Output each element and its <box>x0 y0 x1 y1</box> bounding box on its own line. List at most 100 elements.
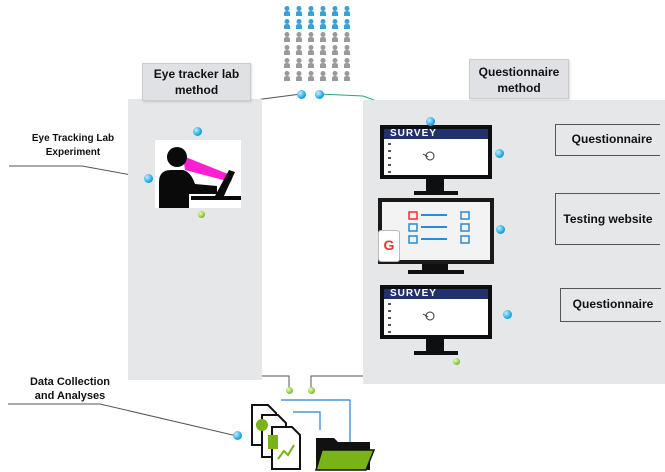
survey-title-bottom: SURVEY <box>384 289 488 299</box>
person-body <box>320 24 326 29</box>
survey-form-icon <box>388 143 435 173</box>
node-survey-bottom-out <box>503 310 512 319</box>
person-head <box>320 19 326 24</box>
person-head <box>344 6 350 11</box>
node-survey-bottom-down <box>453 358 460 365</box>
person-body <box>284 11 290 16</box>
person-body <box>308 37 314 42</box>
documents-chart-icon <box>251 404 301 470</box>
person-head <box>308 58 314 63</box>
bracket-testing-website <box>555 193 660 245</box>
node-data-left <box>286 387 293 394</box>
person-head <box>344 19 350 24</box>
node-data-right <box>308 387 315 394</box>
survey-monitor-bottom: SURVEY <box>380 285 492 365</box>
person-body <box>284 37 290 42</box>
person-body <box>284 24 290 29</box>
questionnaire-label-bottom: Questionnaire <box>572 297 654 311</box>
eye-tracker-title-2: method <box>174 83 219 97</box>
person-body <box>332 11 338 16</box>
survey-form-icon <box>388 303 435 333</box>
person-body <box>308 76 314 81</box>
person-head <box>308 19 314 24</box>
person-head <box>332 32 338 37</box>
person-body <box>320 76 326 81</box>
person-body <box>284 63 290 68</box>
survey-title-top: SURVEY <box>384 129 488 139</box>
person-head <box>296 45 302 50</box>
person-body <box>320 37 326 42</box>
person-head <box>284 6 290 11</box>
person-head <box>332 19 338 24</box>
eye-tracker-tab: Eye tracker lab method <box>142 63 251 101</box>
person-head <box>308 71 314 76</box>
person-head <box>332 6 338 11</box>
person-body <box>284 50 290 55</box>
person-body <box>344 24 350 29</box>
person-body <box>332 63 338 68</box>
folder-icon <box>314 438 376 471</box>
person-body <box>344 11 350 16</box>
questionnaire-tab: Questionnaire method <box>469 59 569 99</box>
person-body <box>296 76 302 81</box>
person-body <box>332 24 338 29</box>
person-head <box>284 58 290 63</box>
person-head <box>284 19 290 24</box>
eye-tracker-title-1: Eye tracker lab <box>153 67 240 81</box>
person-head <box>284 32 290 37</box>
node-people-left <box>297 90 306 99</box>
person-body <box>332 76 338 81</box>
survey-monitor-top: SURVEY <box>380 125 492 205</box>
person-body <box>344 50 350 55</box>
person-body <box>320 63 326 68</box>
person-head <box>320 32 326 37</box>
node-website-out <box>496 225 505 234</box>
node-eye-tracker-left <box>144 174 153 183</box>
eye-tracking-label-2: Experiment <box>45 147 101 158</box>
people-crowd-icon <box>284 6 350 81</box>
person-body <box>332 37 338 42</box>
person-head <box>320 45 326 50</box>
data-collection-label-2: and Analyses <box>34 390 106 402</box>
person-body <box>296 37 302 42</box>
person-body <box>308 50 314 55</box>
person-head <box>344 58 350 63</box>
person-head <box>308 45 314 50</box>
person-head <box>320 71 326 76</box>
person-head <box>344 71 350 76</box>
person-head <box>296 32 302 37</box>
person-body <box>296 11 302 16</box>
node-people-right <box>315 90 324 99</box>
person-head <box>320 58 326 63</box>
person-body <box>308 63 314 68</box>
person-body <box>320 11 326 16</box>
bracket-questionnaire-bottom <box>560 288 661 322</box>
testing-website-label: Testing website <box>563 212 653 226</box>
person-head <box>332 58 338 63</box>
person-head <box>344 45 350 50</box>
google-badge: G <box>378 230 400 262</box>
person-head <box>296 19 302 24</box>
questionnaire-title-2: method <box>497 81 541 95</box>
person-body <box>344 37 350 42</box>
person-head <box>332 45 338 50</box>
person-head <box>320 6 326 11</box>
node-survey-top-in <box>426 117 435 126</box>
eye-tracking-person-icon <box>155 140 241 208</box>
bracket-questionnaire-top <box>555 124 660 156</box>
person-body <box>308 11 314 16</box>
person-body <box>308 24 314 29</box>
node-eye-tracker-bottom <box>198 211 205 218</box>
person-body <box>296 63 302 68</box>
person-head <box>296 58 302 63</box>
person-body <box>344 63 350 68</box>
person-body <box>320 50 326 55</box>
person-head <box>344 32 350 37</box>
data-collection-label-1: Data Collection <box>29 376 111 388</box>
website-monitor-icon: G <box>378 198 494 278</box>
person-body <box>296 50 302 55</box>
eye-tracking-label-1: Eye Tracking Lab <box>31 133 115 144</box>
person-head <box>308 32 314 37</box>
questionnaire-title-1: Questionnaire <box>478 65 560 79</box>
person-head <box>296 71 302 76</box>
